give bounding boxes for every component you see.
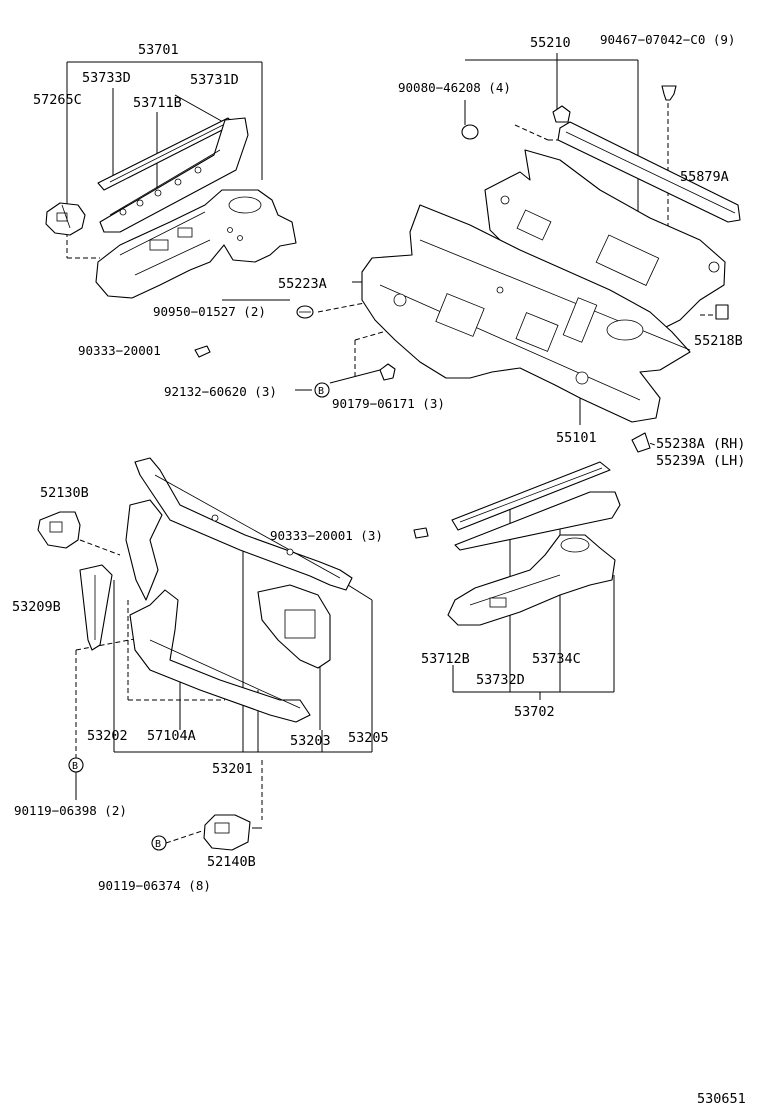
- fastener-90333-clip-b: [413, 527, 429, 539]
- label-90333-a: 90333−20001: [78, 343, 161, 358]
- label-90333-b: 90333−20001 (3): [270, 528, 383, 543]
- part-53732d-strip: [451, 461, 611, 531]
- part-53712b-apron: [447, 534, 616, 626]
- fastener-90080-plug: [461, 124, 479, 140]
- label-57265c: 57265C: [33, 92, 82, 108]
- label-90080: 90080−46208 (4): [398, 80, 511, 95]
- label-55223a: 55223A: [278, 276, 327, 292]
- part-53711b-apron: [95, 189, 297, 299]
- part-53734c-panel: [454, 491, 621, 551]
- label-53202: 53202: [87, 728, 128, 744]
- part-57265c-bracket: [45, 202, 86, 236]
- part-55238a-bracket: [631, 432, 651, 453]
- label-53711b: 53711B: [133, 95, 182, 111]
- part-53209b-brace: [79, 564, 113, 651]
- label-90119-a: 90119−06398 (2): [14, 803, 127, 818]
- part-53202-side-support: [125, 499, 163, 601]
- label-92132: 92132−60620 (3): [164, 384, 277, 399]
- label-53205: 53205: [348, 730, 389, 746]
- label-90119-b: 90119−06374 (8): [98, 878, 211, 893]
- label-55218b: 55218B: [694, 333, 743, 349]
- label-53203: 53203: [290, 733, 331, 749]
- part-55218b-clip: [715, 304, 729, 320]
- marker-b-label-1: B: [72, 761, 78, 772]
- label-53701: 53701: [138, 42, 179, 58]
- label-53731d: 53731D: [190, 72, 239, 88]
- part-55879a-cowl-bar: [557, 121, 741, 223]
- part-53205-upper-support: [134, 457, 353, 591]
- marker-b-label-2: B: [155, 839, 161, 850]
- label-53712b: 53712B: [421, 651, 470, 667]
- fastener-90179-nut: [379, 363, 396, 381]
- fastener-55210-nut: [552, 105, 571, 123]
- label-diagram-ref: 530651: [697, 1091, 746, 1107]
- label-55879a: 55879A: [680, 169, 729, 185]
- label-55210: 55210: [530, 35, 571, 51]
- label-53733d: 53733D: [82, 70, 131, 86]
- label-90179: 90179−06171 (3): [332, 396, 445, 411]
- label-53201: 53201: [212, 761, 253, 777]
- fastener-90467-clip: [661, 85, 677, 101]
- part-57104a-lower-support: [129, 589, 311, 723]
- bolt-marker-b-90119a: B: [68, 757, 84, 773]
- label-52130b: 52130B: [40, 485, 89, 501]
- label-90467: 90467−07042−C0 (9): [600, 32, 735, 47]
- label-52140b: 52140B: [207, 854, 256, 870]
- label-57104a: 57104A: [147, 728, 196, 744]
- label-53702: 53702: [514, 704, 555, 720]
- fastener-90333-clip-a: [194, 345, 211, 358]
- label-90950: 90950−01527 (2): [153, 304, 266, 319]
- label-53209b: 53209B: [12, 599, 61, 615]
- part-53731d-panel: [99, 117, 249, 233]
- part-55101-dash-panel: [361, 204, 691, 423]
- part-53203-headlamp-support: [257, 584, 331, 669]
- part-52130b-bracket: [37, 511, 81, 549]
- label-55101: 55101: [556, 430, 597, 446]
- fastener-90950-bolt: [296, 305, 314, 319]
- label-53732d: 53732D: [476, 672, 525, 688]
- label-55238a: 55238A (RH): [656, 436, 745, 452]
- part-dash-upper-panel: [484, 149, 726, 331]
- marker-b-label-3: B: [318, 386, 324, 397]
- bolt-marker-b-90119b: B: [151, 835, 167, 851]
- bolt-marker-b-92132: B: [314, 382, 330, 398]
- part-52140b-bracket: [203, 814, 251, 851]
- label-53734c: 53734C: [532, 651, 581, 667]
- label-55239a: 55239A (LH): [656, 453, 745, 469]
